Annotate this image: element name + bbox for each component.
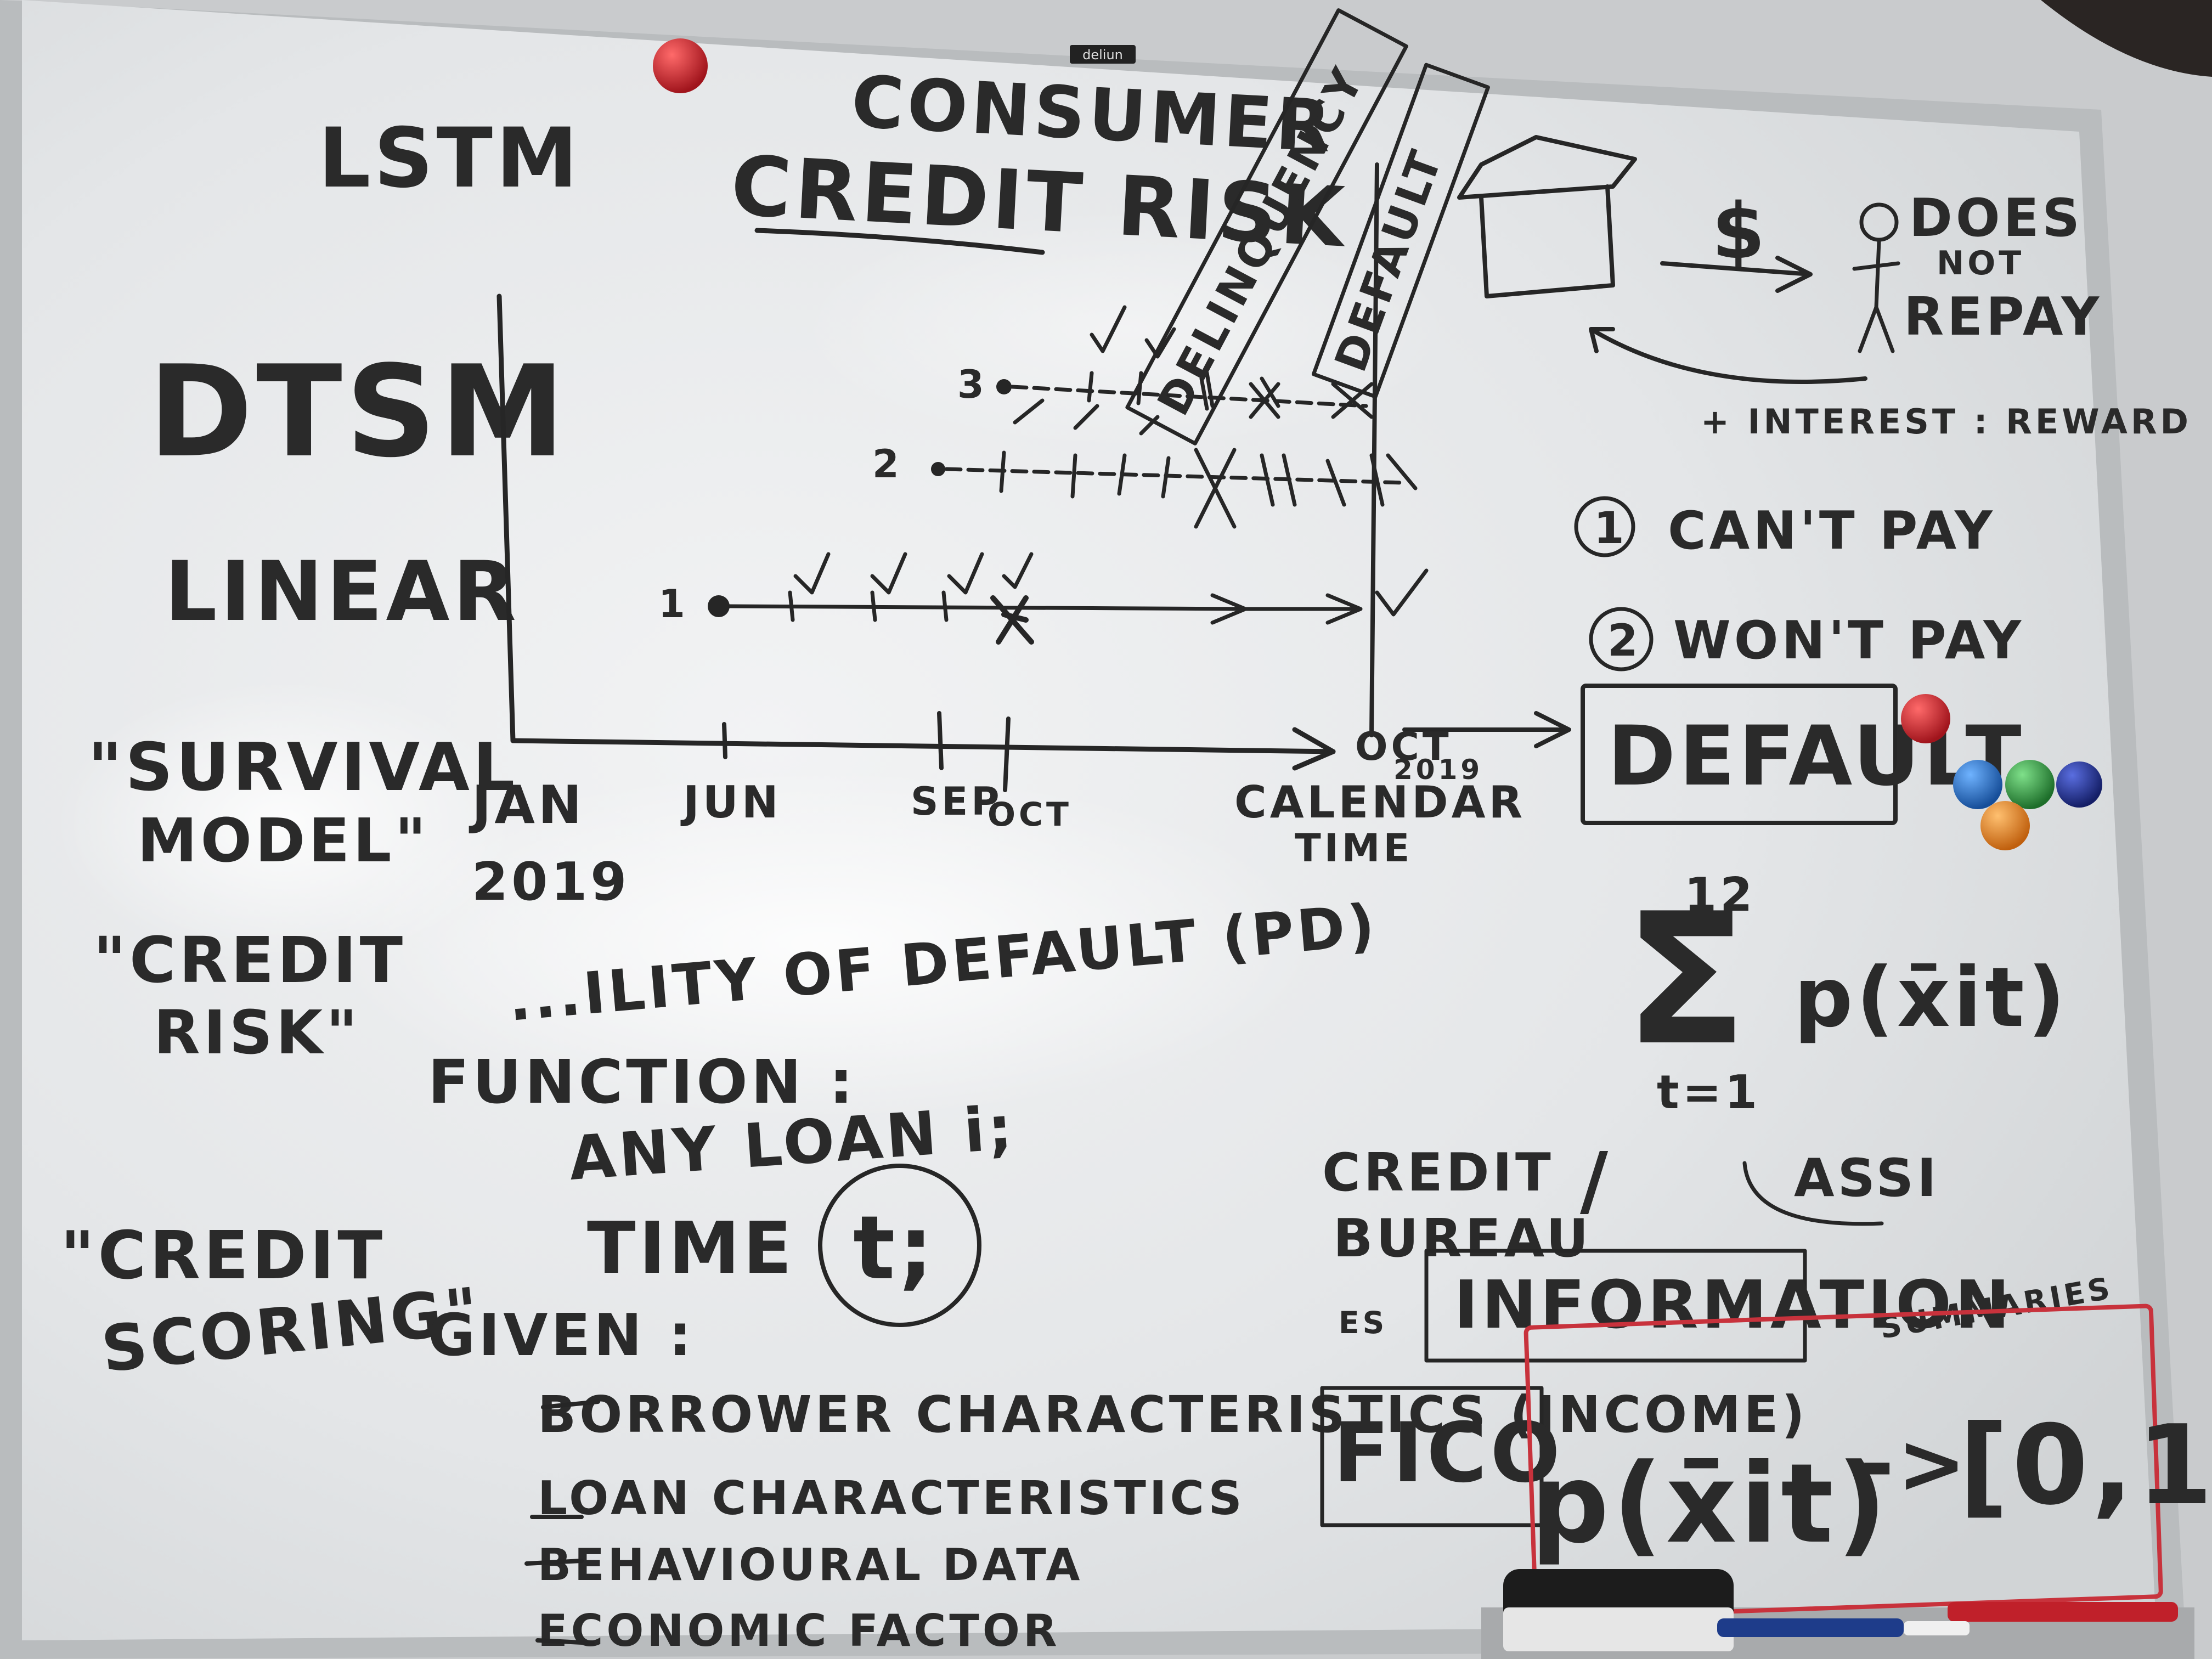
tick-label-jun: JUN [680,777,782,828]
label-credit2: "CREDIT [60,1218,386,1294]
borrower-text-3: REPAY [1904,287,2102,347]
label-credit1: "CREDIT [93,924,406,997]
blue-magnet [1953,760,2002,809]
label-risk: RISK" [154,997,360,1068]
credit-bureau-1: CREDIT [1322,1143,1554,1203]
information-text: INFORMATION [1454,1267,2013,1344]
label-survival: "SURVIVAL [88,730,518,806]
orange-magnet [1980,801,2030,850]
red-magnet-top [653,38,708,93]
reason-1-num: 1 [1594,503,1628,554]
partial-arc [1742,1161,1884,1226]
partial-word: ASSI [1794,1148,1939,1209]
glare [55,680,516,966]
tick-label-jan: JAN [469,775,585,836]
reason-2-num: 2 [1607,615,1641,666]
bullet-1: BORROWER CHARACTERISTICS (INCOME) [538,1385,1808,1444]
bullet-4: ECONOMIC FACTOR [538,1605,1060,1656]
row-label-2: 2 [872,442,902,487]
money-arrow [1660,256,1813,293]
currency-symbol: $ [1712,187,1768,276]
formula-arrow: -> [1860,1417,1970,1512]
sum-symbol: Σ [1624,874,1751,1085]
row-label-3: 3 [957,362,988,407]
x-axis [510,738,1336,754]
bureau-slash: / [1580,1136,1611,1226]
fico-text: FICO [1333,1406,1564,1501]
bullet-dashes [524,1400,600,1645]
oct-vertical [1369,162,1379,737]
title-underline [754,228,1045,255]
tick-label-2019: 2019 [472,852,630,912]
px-formula: p(x̄it) [1531,1440,1890,1568]
loan-row-3 [996,305,1374,419]
tick-sep [937,711,944,770]
formula-box [1523,1304,2163,1621]
label-dtsm: DTSM [148,339,568,486]
glare [329,768,1317,1119]
reason-2-text: WON'T PAY [1673,611,2024,671]
time-line: TIME [587,1206,795,1290]
marker-red [1948,1602,2178,1622]
marker-white [1904,1621,1970,1635]
credit-bureau-2: BUREAU [1333,1209,1592,1269]
sum-term: p(x̄it) [1794,950,2068,1046]
reason-1-circle [1574,496,1635,557]
tick-label-oct-end: OCT [1355,724,1452,769]
eraser-base [1503,1607,1734,1651]
axis-title-calendar: CALENDAR [1234,777,1526,828]
corner-object [2041,0,2212,77]
label-model: MODEL" [137,805,430,876]
tick-jun [722,722,727,759]
reason-2-circle [1589,607,1654,672]
interval-text: [0,1] [1959,1402,2212,1530]
time-circle-text: t; [853,1197,936,1299]
label-linear: LINEAR [165,544,520,640]
loan-row-1 [708,552,1429,645]
house-drawing [1457,135,1637,298]
borrower-figure [1852,202,1900,353]
es-text: ES [1339,1305,1387,1340]
green-magnet [2005,760,2055,809]
default-box-text: DEFAULT [1607,709,2025,804]
loan-row-2 [931,398,1418,529]
row-label-1: 1 [658,582,689,627]
time-circle [818,1164,981,1327]
tick-label-oct: OCT [988,795,1072,834]
function-line: FUNCTION : [428,1047,856,1117]
brand-plate [1070,45,1136,64]
axis-title-time: TIME [1295,826,1413,871]
sum-upper: 12 [1684,868,1756,922]
borrower-text-1: DOES [1909,188,2083,249]
given-line: GIVEN : [428,1302,695,1369]
interest-text: + INTEREST : REWARD [1701,402,2192,442]
sum-lower: t=1 [1657,1065,1760,1120]
tick-label-sep: SEP [911,779,1003,824]
default-arrow [1402,711,1571,748]
x-axis-arrowhead [1292,727,1336,771]
navy-magnet [2056,761,2102,808]
brand-label: deliun [1082,47,1123,63]
interest-arrow [1589,327,1867,384]
bullet-2: LOAN CHARACTERISTICS [538,1471,1245,1526]
marker-blue [1717,1618,1904,1637]
information-box [1424,1249,1807,1363]
tick-oct [1003,716,1011,792]
reason-1-text: CAN'T PAY [1668,501,1996,561]
bullet-3: BEHAVIOURAL DATA [538,1539,1083,1590]
fico-box [1320,1386,1544,1527]
default-box-outline [1581,684,1898,825]
red-magnet-right [1901,694,1950,743]
borrower-text-2: NOT [1937,244,2024,283]
tick-label-2019-end: 2019 [1393,754,1483,786]
label-lstm: LSTM [318,111,581,206]
y-axis [496,294,516,743]
